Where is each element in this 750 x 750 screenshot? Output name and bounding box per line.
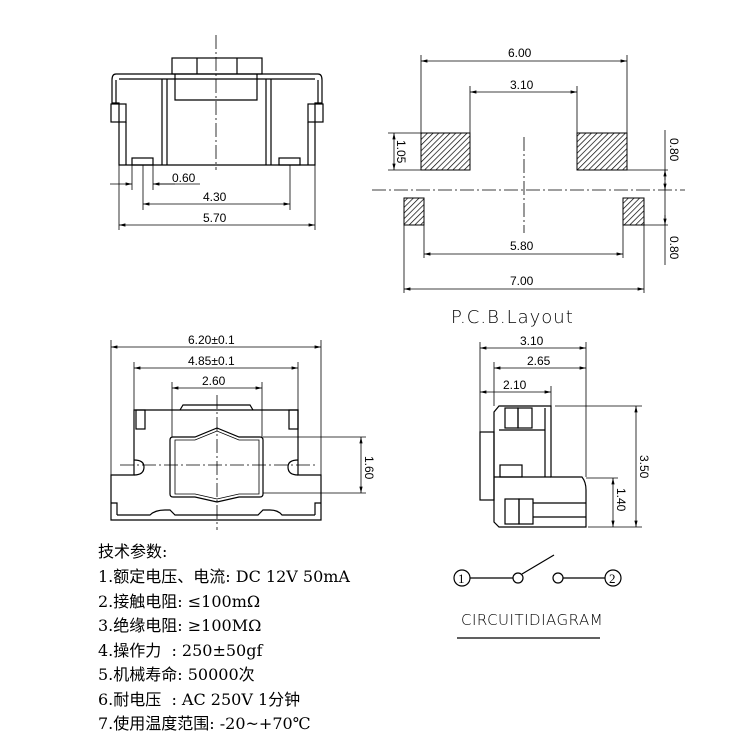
dim-2.65: 2.65 <box>527 354 551 368</box>
pad <box>420 132 471 171</box>
terminal-1-label: 1 <box>458 571 465 586</box>
front-view: 0.60 4.30 5.70 <box>110 35 324 230</box>
spec-item: 2.接触电阻: ≤100mΩ <box>98 592 261 611</box>
dim-0.60: 0.60 <box>172 171 196 185</box>
dim-1.05: 1.05 <box>394 140 408 164</box>
terminal-2-label: 2 <box>609 571 616 586</box>
dim-3.50: 3.50 <box>637 455 651 479</box>
spec-item: 3.绝缘电阻: ≥100MΩ <box>98 616 262 635</box>
dim-3.10-side: 3.10 <box>520 334 544 348</box>
dim-1.40: 1.40 <box>614 488 628 512</box>
dim-6.20: 6.20±0.1 <box>188 333 235 347</box>
top-view: 6.20±0.1 4.85±0.1 2.60 1.60 <box>110 333 376 530</box>
pad <box>403 197 425 226</box>
side-view: 3.10 2.65 2.10 3.50 1.40 <box>479 334 651 528</box>
dim-2.60: 2.60 <box>202 374 226 388</box>
dim-0.80-lower: 0.80 <box>667 236 681 260</box>
spec-item: 7.使用温度范围: -20~+70℃ <box>98 714 311 733</box>
spec-item: 6.耐电压 : AC 250V 1分钟 <box>98 690 301 709</box>
dim-1.60: 1.60 <box>362 456 376 480</box>
spec-heading: 技术参数: <box>98 542 168 561</box>
spec-item: 5.机械寿命: 50000次 <box>98 665 255 684</box>
dim-0.80-upper: 0.80 <box>667 138 681 162</box>
dim-4.30: 4.30 <box>203 190 227 204</box>
dim-5.70: 5.70 <box>203 211 227 225</box>
spec-item: 4.操作力 : 250±50gf <box>98 641 263 660</box>
pad <box>576 132 628 171</box>
circuit-title: CIRCUITIDIAGRAM <box>461 611 603 629</box>
dim-7.00: 7.00 <box>510 274 534 288</box>
dim-2.10: 2.10 <box>503 378 527 392</box>
dim-4.85: 4.85±0.1 <box>188 354 235 368</box>
dim-5.80: 5.80 <box>510 239 534 253</box>
pcb-layout: 6.00 3.10 1.05 0.80 0.80 5.80 7.00 P.C.B… <box>372 46 685 328</box>
spec-item: 1.额定电压、电流: DC 12V 50mA <box>98 567 350 586</box>
dim-3.10: 3.10 <box>510 78 534 92</box>
circuit-diagram: 1 2 CIRCUITIDIAGRAM <box>453 554 622 639</box>
dim-6.00: 6.00 <box>508 46 532 60</box>
pcb-layout-title: P.C.B.Layout <box>451 307 574 328</box>
pad <box>622 197 645 226</box>
